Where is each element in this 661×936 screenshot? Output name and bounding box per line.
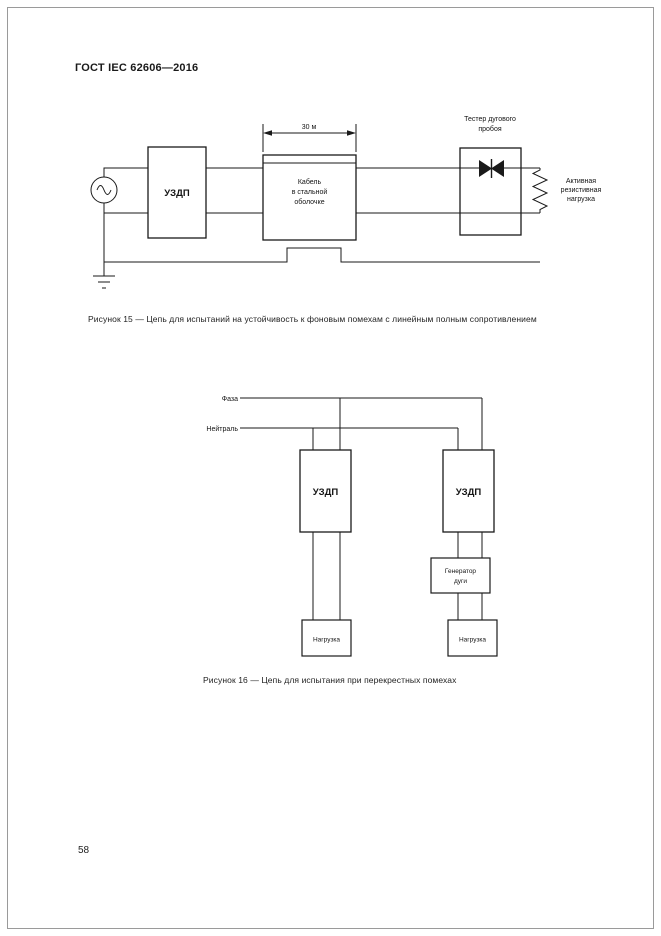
phase-label: Фаза	[222, 396, 238, 403]
tester-label-line2: пробоя	[478, 125, 501, 133]
load-left-box	[301, 619, 352, 657]
earth-conductor-wire	[104, 247, 540, 263]
cable-box	[262, 154, 357, 241]
ac-sine-icon	[96, 185, 112, 195]
uzdp-box	[147, 146, 207, 239]
cable-label-line2: в стальной	[292, 188, 328, 196]
load-resistor-icon	[531, 168, 549, 213]
load-right-label: Нагрузка	[459, 637, 486, 644]
arc-gap-leads	[460, 167, 521, 214]
load-label-line3: нагрузка	[567, 196, 595, 203]
document-header: ГОСТ IEC 62606—2016	[75, 62, 199, 74]
arc-gap-icon	[460, 159, 521, 214]
drops-to-uzdp	[312, 398, 483, 450]
uzdp-right-box	[442, 449, 495, 533]
dimension-arrow-left	[263, 130, 272, 136]
arc-generator-box	[430, 557, 491, 594]
dimension-label: 30 м	[302, 124, 317, 131]
neutral-label: Нейтраль	[206, 425, 238, 433]
ground-icon	[93, 275, 115, 289]
figure15-diagram: 30 м УЗДП Кабель в стальной оболочке Тес…	[90, 116, 602, 289]
uzdp-right-label: УЗДП	[456, 487, 482, 498]
figure16-diagram: Фаза Нейтраль УЗДП УЗДП Генератор дуги Н…	[206, 396, 498, 657]
generator-label-line2: дуги	[454, 578, 467, 585]
dimension-30m	[262, 124, 357, 152]
tester-label-line1: Тестер дугового	[464, 116, 516, 123]
load-left-label: Нагрузка	[313, 637, 340, 644]
load-label-line2: резистивная	[561, 187, 602, 194]
generator-label-line1: Генератор	[445, 568, 477, 575]
figure15-caption: Рисунок 15 — Цепь для испытаний на устой…	[88, 314, 537, 324]
cable-label-line1: Кабель	[298, 178, 322, 186]
uzdp-label: УЗДП	[164, 188, 190, 199]
page-number: 58	[78, 845, 90, 856]
right-branch-wires	[457, 532, 483, 620]
arc-gap-left-electrode	[479, 160, 492, 177]
load-right-box	[447, 619, 498, 657]
arc-gap-right-electrode	[491, 160, 504, 177]
uzdp-left-label: УЗДП	[313, 487, 339, 498]
figure16-wires	[240, 397, 483, 620]
dimension-arrow-right	[347, 130, 356, 136]
arc-tester-box	[459, 147, 522, 236]
ground-bars	[93, 275, 115, 289]
load-label-line1: Активная	[566, 178, 596, 185]
cable-label-line3: оболочке	[294, 198, 324, 206]
dimension-lines	[262, 124, 357, 152]
left-branch-wires	[312, 532, 341, 620]
figure16-caption: Рисунок 16 — Цепь для испытания при пере…	[203, 675, 457, 685]
top-wire	[103, 167, 540, 177]
uzdp-left-box	[299, 449, 352, 533]
